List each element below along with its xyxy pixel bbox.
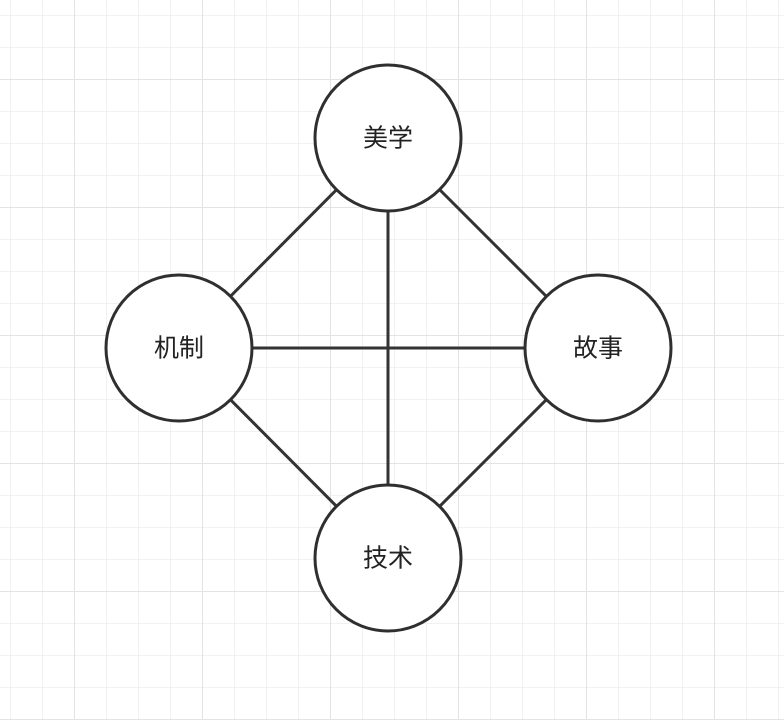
node-technology[interactable]: 技术 bbox=[313, 483, 463, 633]
node-aesthetics-label: 美学 bbox=[363, 124, 413, 153]
node-technology-circle[interactable] bbox=[313, 483, 463, 633]
node-story-circle[interactable] bbox=[523, 273, 673, 423]
node-story-label: 故事 bbox=[573, 334, 623, 363]
node-mechanics[interactable]: 机制 bbox=[104, 273, 254, 423]
node-mechanics-label: 机制 bbox=[154, 334, 204, 363]
node-technology-label: 技术 bbox=[363, 544, 413, 573]
node-mechanics-circle[interactable] bbox=[104, 273, 254, 423]
node-aesthetics[interactable]: 美学 bbox=[313, 63, 463, 213]
node-aesthetics-circle[interactable] bbox=[313, 63, 463, 213]
node-story[interactable]: 故事 bbox=[523, 273, 673, 423]
